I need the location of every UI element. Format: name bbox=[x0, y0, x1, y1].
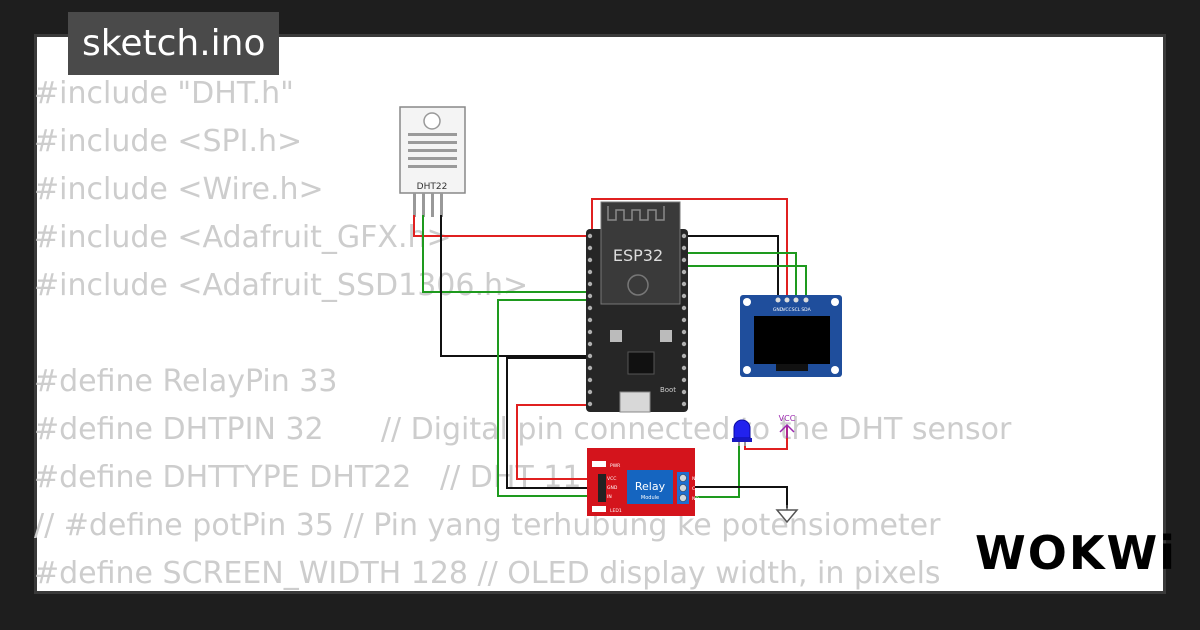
relay-label: Relay bbox=[635, 480, 666, 493]
relay-term-nc: NC bbox=[692, 476, 699, 482]
wires bbox=[413, 198, 807, 508]
wire-red-oled-vcc bbox=[591, 198, 788, 300]
boot-label: Boot bbox=[660, 386, 676, 394]
esp32-board[interactable]: ESP32 Boot bbox=[586, 201, 688, 413]
relay-led-pwr: PWR bbox=[610, 463, 620, 469]
wire-red-led-vcc bbox=[744, 426, 788, 450]
relay-led-led1: LED1 bbox=[610, 508, 622, 514]
code-line-9: #define DHTTYPE DHT22 // DHT 11 bbox=[34, 460, 582, 495]
oled-pin-scl: SCL bbox=[792, 307, 801, 313]
wire-black-relay-gnd bbox=[506, 357, 600, 489]
wire-black-oled-gnd bbox=[684, 235, 779, 300]
file-tab[interactable]: sketch.ino bbox=[68, 12, 280, 75]
wire-black-gnd bbox=[683, 486, 788, 508]
code-line-5: #include <Adafruit_SSD1306.h> bbox=[34, 268, 529, 303]
relay-pin-in: IN bbox=[607, 494, 612, 500]
code-line-3: #include <Wire.h> bbox=[34, 172, 324, 207]
dht22-sensor[interactable]: DHT22 bbox=[399, 106, 466, 217]
relay-term-c: C bbox=[692, 486, 695, 492]
code-line-4: #include <Adafruit_GFX.h> bbox=[34, 220, 452, 255]
code-line-2: #include <SPI.h> bbox=[34, 124, 303, 159]
code-line-1: #include "DHT.h" bbox=[34, 76, 294, 111]
oled-display[interactable]: GND VCC SCL SDA bbox=[740, 295, 842, 377]
vcc-label: VCC bbox=[779, 414, 796, 423]
relay-pin-gnd: GND bbox=[607, 485, 618, 491]
wire-green-oled-sda bbox=[684, 265, 807, 300]
wire-red-dht-vcc bbox=[413, 215, 592, 237]
wire-green-relay-in bbox=[497, 299, 600, 497]
relay-term-no: NO bbox=[692, 496, 699, 502]
code-line-7: #define RelayPin 33 bbox=[34, 364, 338, 399]
oled-pin-sda: SDA bbox=[801, 307, 811, 313]
esp32-label: ESP32 bbox=[613, 246, 663, 265]
code-line-8: #define DHTPIN 32 // Digital pin connect… bbox=[34, 412, 1012, 447]
dht22-label: DHT22 bbox=[417, 182, 448, 192]
ground-symbol[interactable] bbox=[775, 505, 799, 524]
vcc-symbol[interactable]: VCC bbox=[779, 414, 796, 438]
oled-pin-vcc: VCC bbox=[782, 307, 791, 313]
oled-pin-gnd: GND bbox=[773, 307, 784, 313]
code-line-11: #define SCREEN_WIDTH 128 // OLED display… bbox=[34, 556, 941, 591]
wire-green-oled-scl bbox=[684, 252, 797, 300]
code-preview: #include "DHT.h" #include <SPI.h> #include… bbox=[34, 70, 1011, 598]
relay-module[interactable]: Relay Module PWR LED1 VCC GND IN NC C NO bbox=[587, 448, 699, 516]
wire-green-led bbox=[683, 441, 740, 498]
relay-sublabel: Module bbox=[641, 495, 659, 501]
wokwi-logo: WOKWi bbox=[975, 526, 1177, 580]
wire-green-dht-data bbox=[422, 215, 592, 293]
blue-led[interactable] bbox=[732, 419, 752, 446]
wire-red-relay-vcc bbox=[516, 404, 600, 480]
relay-pin-vcc: VCC bbox=[607, 476, 616, 482]
wire-black-dht-gnd bbox=[440, 215, 592, 357]
